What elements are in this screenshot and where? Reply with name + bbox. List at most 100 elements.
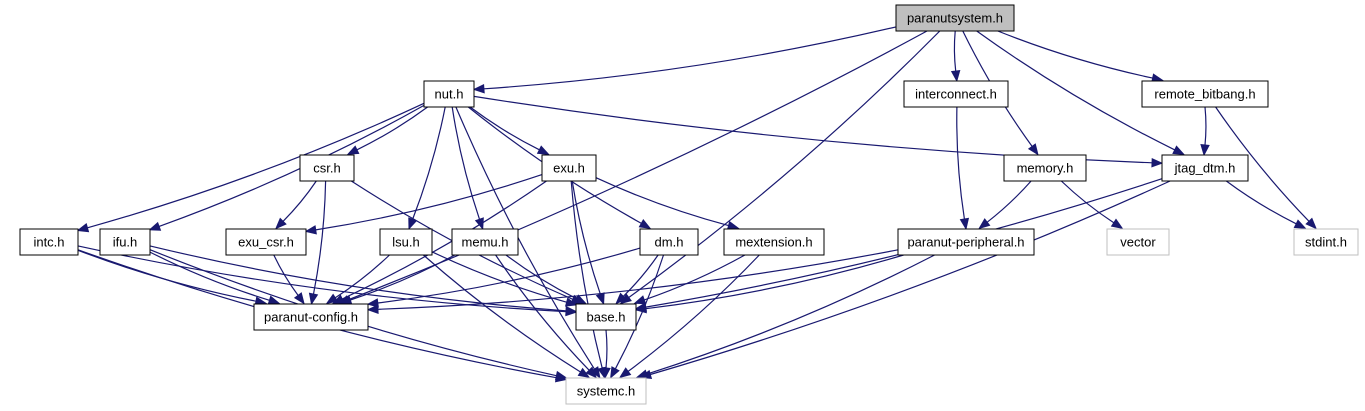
node-systemc: systemc.h bbox=[565, 377, 647, 405]
node-box bbox=[895, 4, 1015, 32]
node-label: paranut-peripheral.h bbox=[907, 235, 1024, 250]
node-label: stdint.h bbox=[1305, 235, 1347, 250]
edge-mextension-to-systemc bbox=[627, 254, 760, 372]
arrowhead-nut-to-dm bbox=[638, 219, 652, 229]
edge-paranutsystem-to-nut bbox=[483, 26, 897, 90]
arrowhead-paranutsystem-to-interconnect bbox=[950, 70, 961, 83]
node-box bbox=[1106, 228, 1170, 256]
node-box bbox=[299, 154, 355, 182]
edge-exu-to-exu_csr bbox=[315, 174, 543, 231]
edge-paranut_peripheral-to-systemc bbox=[646, 254, 935, 375]
arrowhead-jtag_dtm-to-stdint bbox=[1293, 219, 1307, 229]
edge-nut-to-exu bbox=[469, 106, 540, 151]
edge-intc-to-base bbox=[77, 245, 567, 313]
node-box bbox=[575, 303, 637, 331]
node-stdint: stdint.h bbox=[1293, 228, 1359, 256]
arrowhead-mextension-to-systemc bbox=[619, 367, 632, 379]
edge-exu-to-mextension bbox=[595, 177, 729, 227]
node-box bbox=[639, 228, 699, 256]
edge-memu-to-base bbox=[505, 254, 577, 300]
node-csr[interactable]: csr.h bbox=[299, 154, 355, 182]
node-label: memu.h bbox=[462, 235, 509, 250]
edge-jtag_dtm-to-stdint bbox=[1225, 180, 1297, 225]
arrowhead-paranutsystem-to-memory bbox=[1027, 143, 1039, 156]
edge-nut-to-ifu bbox=[158, 104, 425, 227]
node-exu-csr[interactable]: exu_csr.h bbox=[225, 228, 307, 256]
arrowhead-ifu-to-systemc bbox=[554, 370, 568, 381]
arrowhead-lsu-to-paranut_config bbox=[325, 293, 339, 305]
edge-memory-to-paranut_peripheral bbox=[986, 180, 1032, 223]
arrowhead-exu-to-mextension bbox=[726, 220, 740, 231]
node-lsu[interactable]: lsu.h bbox=[379, 228, 433, 256]
arrowhead-exu_csr-to-paranut_config bbox=[293, 292, 305, 305]
arrowhead-csr-to-paranut_config bbox=[308, 292, 319, 306]
node-jtag-dtm[interactable]: jtag_dtm.h bbox=[1161, 154, 1249, 182]
node-label: nut.h bbox=[435, 87, 464, 102]
arrowhead-paranut_peripheral-to-base bbox=[634, 303, 647, 314]
node-label: csr.h bbox=[313, 161, 340, 176]
node-paranut-peripheral[interactable]: paranut-peripheral.h bbox=[897, 228, 1035, 256]
node-box bbox=[1161, 154, 1249, 182]
node-label: exu_csr.h bbox=[238, 235, 294, 250]
node-exu[interactable]: exu.h bbox=[541, 154, 597, 182]
edge-ifu-to-base bbox=[149, 245, 567, 312]
node-ifu[interactable]: ifu.h bbox=[99, 228, 151, 256]
arrowhead-nut-to-lsu bbox=[408, 217, 418, 230]
arrowhead-csr-to-exu_csr bbox=[275, 217, 287, 230]
edge-nut-to-lsu bbox=[412, 106, 446, 220]
header-nodes: paranutsystem.h nut.h interconnect.h remote… bbox=[19, 4, 1359, 405]
node-label: paranut-config.h bbox=[264, 310, 358, 325]
edge-memu-to-systemc bbox=[495, 254, 590, 371]
arrowhead-base-to-systemc bbox=[601, 367, 611, 380]
edge-ifu-to-paranut_config bbox=[149, 251, 270, 301]
edge-dm-to-base bbox=[622, 254, 659, 297]
node-box bbox=[379, 228, 433, 256]
arrowhead-paranut_peripheral-to-paranut_config bbox=[366, 304, 379, 315]
node-interconnect[interactable]: interconnect.h bbox=[903, 80, 1009, 108]
node-mextension[interactable]: mextension.h bbox=[723, 228, 825, 256]
node-memory[interactable]: memory.h bbox=[1003, 154, 1087, 182]
arrowhead-memory-to-paranut_peripheral bbox=[978, 218, 991, 230]
node-paranutsystem[interactable]: paranutsystem.h bbox=[895, 4, 1015, 32]
arrowhead-lsu-to-base bbox=[564, 297, 578, 307]
node-box bbox=[1141, 80, 1269, 108]
node-label: remote_bitbang.h bbox=[1154, 87, 1255, 102]
node-label: vector bbox=[1120, 235, 1156, 250]
node-memu[interactable]: memu.h bbox=[451, 228, 519, 256]
node-intc[interactable]: intc.h bbox=[19, 228, 79, 256]
node-box bbox=[897, 228, 1035, 256]
edge-paranutsystem-to-interconnect bbox=[953, 30, 957, 72]
node-label: paranutsystem.h bbox=[907, 11, 1003, 26]
node-remote-bitbang[interactable]: remote_bitbang.h bbox=[1141, 80, 1269, 108]
edge-dm-to-paranut_config bbox=[377, 247, 641, 304]
arrowhead-dm-to-base bbox=[615, 292, 628, 305]
edge-paranutsystem-to-remote_bitbang bbox=[997, 30, 1153, 79]
arrowhead-dm-to-systemc bbox=[610, 366, 620, 379]
edge-nut-to-csr bbox=[356, 106, 428, 151]
node-label: memory.h bbox=[1017, 161, 1074, 176]
edge-paranutsystem-to-jtag_dtm bbox=[976, 30, 1176, 151]
edge-remote_bitbang-to-jtag_dtm bbox=[1204, 106, 1207, 146]
node-box bbox=[451, 228, 519, 256]
node-box bbox=[1003, 154, 1087, 182]
node-label: lsu.h bbox=[392, 235, 419, 250]
node-box bbox=[253, 303, 369, 331]
node-dm[interactable]: dm.h bbox=[639, 228, 699, 256]
node-box bbox=[903, 80, 1009, 108]
node-label: exu.h bbox=[553, 161, 585, 176]
node-label: mextension.h bbox=[735, 235, 812, 250]
arrowhead-mextension-to-base bbox=[633, 295, 647, 305]
edge-paranutsystem-to-base bbox=[628, 30, 941, 298]
arrowhead-dm-to-paranut_config bbox=[366, 298, 379, 308]
edge-memu-to-paranut_config bbox=[350, 254, 456, 301]
edge-dm-to-systemc bbox=[614, 254, 665, 370]
node-box bbox=[1293, 228, 1359, 256]
node-base[interactable]: base.h bbox=[575, 303, 637, 331]
arrowhead-ifu-to-base bbox=[565, 306, 578, 316]
node-nut[interactable]: nut.h bbox=[423, 80, 475, 108]
arrowhead-exu-to-base bbox=[595, 292, 605, 306]
node-label: jtag_dtm.h bbox=[1174, 161, 1236, 176]
node-box bbox=[565, 377, 647, 405]
node-paranut-config[interactable]: paranut-config.h bbox=[253, 303, 369, 331]
edge-exu-to-paranut_config bbox=[341, 180, 547, 300]
